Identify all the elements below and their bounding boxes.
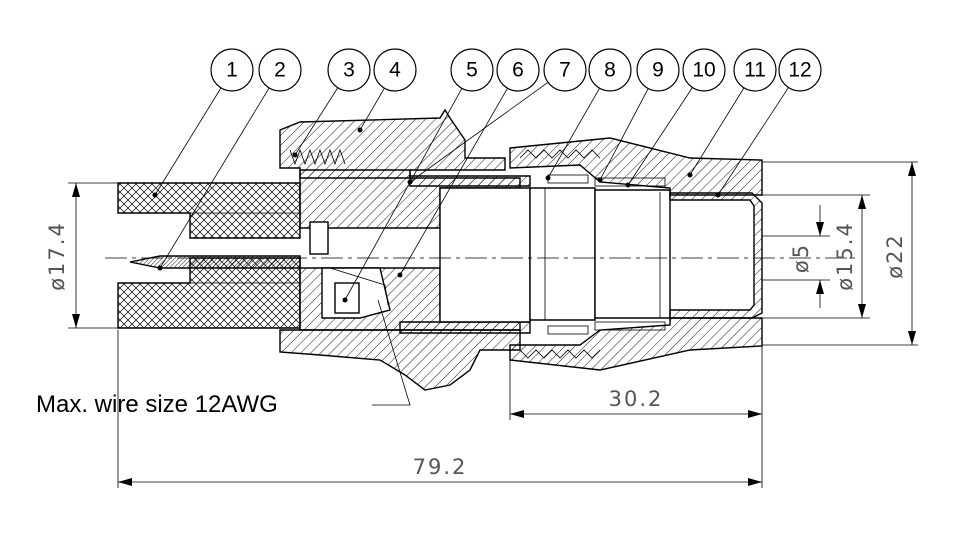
dim-center-diameter: ø5 bbox=[789, 243, 813, 273]
callout-number: 5 bbox=[466, 59, 478, 82]
contact-tail bbox=[594, 189, 671, 319]
latch-spring bbox=[289, 148, 346, 166]
callout-number: 10 bbox=[692, 59, 715, 82]
dim-rear-length: 30.2 bbox=[609, 387, 664, 411]
callout-number: 7 bbox=[559, 59, 571, 82]
callout-number: 11 bbox=[744, 59, 766, 82]
callout-number: 1 bbox=[226, 59, 238, 82]
callout-leader-dot bbox=[357, 127, 363, 133]
dim-inner-diameter: ø15.4 bbox=[833, 221, 857, 291]
callout-leader bbox=[547, 88, 600, 179]
tube-upper bbox=[409, 175, 531, 187]
callout-bubble bbox=[588, 48, 632, 92]
contact-terminal bbox=[334, 282, 360, 314]
callout-leader bbox=[359, 87, 385, 131]
callout-leader bbox=[294, 87, 339, 156]
callout-leader bbox=[599, 88, 649, 181]
grommet bbox=[669, 192, 763, 319]
callout-leader-dot bbox=[545, 175, 551, 181]
contact-sleeve bbox=[529, 187, 596, 321]
callout-leader bbox=[159, 87, 270, 269]
callout-leader bbox=[717, 87, 789, 196]
callout-number: 4 bbox=[389, 59, 401, 82]
connector-body bbox=[117, 108, 763, 391]
seal-lower-2 bbox=[594, 321, 666, 331]
callout-number: 2 bbox=[274, 59, 286, 82]
callout-number: 12 bbox=[788, 59, 811, 82]
dim-outer-diameter: ø22 bbox=[883, 233, 907, 279]
callout-leader bbox=[154, 87, 222, 196]
latch-housing bbox=[279, 108, 506, 179]
callout-leader-dot bbox=[715, 192, 721, 198]
dimension-lines bbox=[68, 161, 918, 488]
callout-bubble bbox=[543, 48, 587, 92]
callout-bubble bbox=[636, 48, 680, 92]
thread-upper bbox=[519, 149, 601, 159]
callout-bubble bbox=[373, 48, 417, 92]
callout-leader-dot bbox=[292, 152, 298, 158]
callout-number: 9 bbox=[652, 59, 664, 82]
dim-front-diameter: ø17.4 bbox=[45, 221, 69, 291]
callout-bubble bbox=[778, 48, 822, 92]
contact-pin bbox=[129, 255, 301, 269]
callout-bubble bbox=[682, 48, 726, 92]
callout-bubble bbox=[496, 48, 540, 92]
callout-bubble bbox=[327, 48, 371, 92]
callout-leader-dot bbox=[407, 179, 413, 185]
callout-number: 6 bbox=[512, 59, 524, 82]
callout-leader-dot bbox=[597, 177, 603, 183]
callout-number: 8 bbox=[604, 59, 616, 82]
callout-bubble bbox=[450, 48, 494, 92]
callout-leader bbox=[689, 87, 745, 176]
callout-bubble bbox=[210, 48, 254, 92]
lower-body bbox=[279, 329, 521, 391]
callout-leader-dot bbox=[687, 172, 693, 178]
callout-leader-dot bbox=[342, 297, 348, 303]
callout-leader bbox=[344, 88, 463, 301]
callout-number: 3 bbox=[343, 59, 355, 82]
front-bore bbox=[118, 212, 300, 284]
tube-lower bbox=[399, 321, 531, 334]
rear-nut-upper bbox=[509, 137, 763, 196]
thread-lower bbox=[519, 349, 601, 359]
seal-lower-1 bbox=[547, 325, 589, 335]
callout-bubble bbox=[258, 48, 302, 92]
callout-leader bbox=[399, 88, 508, 276]
callout-leader bbox=[409, 81, 549, 183]
callout-bubble bbox=[733, 48, 777, 92]
callout-leader bbox=[627, 87, 693, 186]
pin-block bbox=[309, 221, 329, 255]
callout-leader-dot bbox=[157, 265, 163, 271]
callout-leader-dot bbox=[397, 272, 403, 278]
dim-overall-length: 79.2 bbox=[413, 455, 468, 479]
callout-leader-dot bbox=[625, 182, 631, 188]
seal-upper-1 bbox=[547, 174, 589, 184]
front-insert-upper bbox=[117, 182, 301, 239]
contact-body bbox=[439, 187, 531, 323]
callout-leader-dot bbox=[152, 192, 158, 198]
wire-size-note: Max. wire size 12AWG bbox=[36, 391, 278, 418]
